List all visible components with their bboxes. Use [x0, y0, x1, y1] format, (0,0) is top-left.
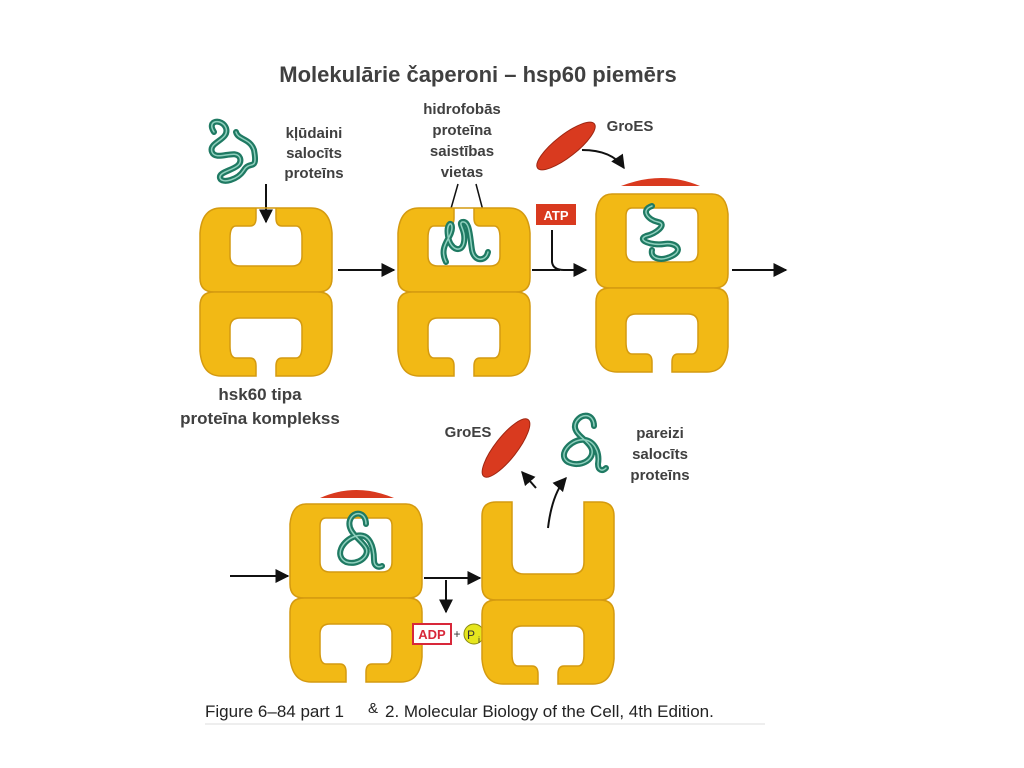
chaperonin-capped [595, 193, 729, 289]
atp-badge [536, 204, 576, 225]
folded-protein-inside [337, 510, 385, 570]
svg-text:saistības: saistības [430, 143, 494, 160]
atp-label: ATP [543, 208, 568, 223]
folding-protein [639, 203, 681, 262]
svg-text:kļūdaini: kļūdaini [286, 125, 343, 142]
svg-text:hidrofobās: hidrofobās [423, 101, 501, 118]
groes-release-arrow [521, 470, 537, 489]
complex-label: hsk60 tipa proteīna komplekss [180, 385, 340, 428]
adp-badge [412, 623, 452, 645]
svg-text:proteīns: proteīns [630, 467, 689, 484]
groes-cap-bottom [320, 490, 394, 498]
svg-text:hsk60 tipa: hsk60 tipa [218, 385, 302, 404]
svg-text:&: & [368, 700, 378, 717]
groes-label-top: GroES [607, 118, 654, 135]
folded-label: pareizi salocīts proteīns [630, 425, 689, 484]
protein-release-arrow [547, 476, 567, 529]
phosphate-p: P [467, 628, 475, 642]
svg-text:2. Molecular Biology of the Ce: 2. Molecular Biology of the Cell, 4th Ed… [385, 702, 714, 721]
groes-cap-bound [621, 178, 700, 186]
svg-text:pareizi: pareizi [636, 425, 684, 442]
misfolded-protein [208, 118, 258, 184]
svg-text:Figure 6–84 part 1: Figure 6–84 part 1 [205, 702, 344, 721]
hydrophobic-sites-label: hidrofobās proteīna saistības vietas [423, 101, 501, 181]
chaperonin-empty-lower-ring [199, 291, 333, 377]
svg-text:proteīna: proteīna [432, 122, 492, 139]
adp-label: ADP [418, 627, 446, 642]
bound-protein [440, 218, 491, 265]
misfolded-label: kļūdaini salocīts proteīns [284, 125, 343, 182]
svg-text:salocīts: salocīts [286, 145, 342, 162]
folded-protein-released [560, 412, 609, 474]
svg-text:proteīns: proteīns [284, 165, 343, 182]
phosphate-i: i [478, 635, 480, 645]
svg-text:salocīts: salocīts [632, 446, 688, 463]
diagram-title: Molekulārie čaperoni – hsp60 piemērs [279, 62, 676, 87]
chaperonin-bound-lower-ring [397, 291, 531, 377]
figure-caption: Figure 6–84 part 1 & 2. Molecular Biolog… [205, 700, 714, 721]
atp-arrow [551, 230, 588, 277]
groes-cap-top [536, 121, 596, 171]
svg-text:proteīna komplekss: proteīna komplekss [180, 409, 340, 428]
groes-binding-arrow [581, 149, 625, 170]
chaperonin-open-lower-ring [481, 599, 615, 685]
chaperonin-open [481, 501, 615, 601]
chaperonin-capped-lower-ring [595, 287, 729, 373]
groes-released [481, 418, 531, 478]
chaperonin-folded [289, 503, 423, 599]
plus-sign: + [453, 627, 460, 641]
chaperonin-folded-lower-ring [289, 597, 423, 683]
groes-label-bottom: GroES [445, 424, 492, 441]
svg-text:vietas: vietas [441, 164, 484, 181]
